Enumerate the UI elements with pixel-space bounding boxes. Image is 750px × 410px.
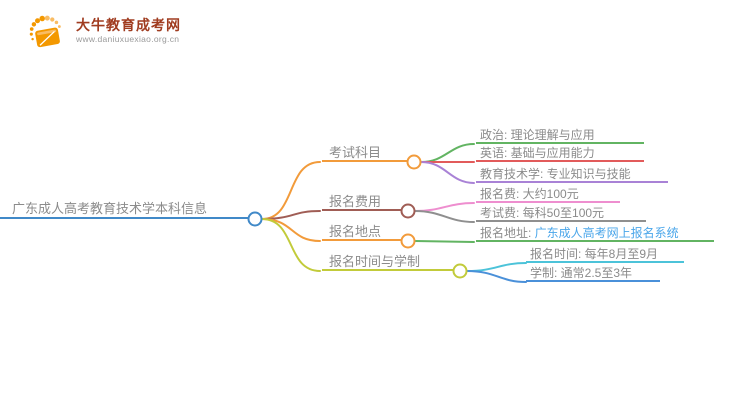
connector-reg-time [466, 262, 527, 272]
logo-title: 大牛教育成考网 [76, 17, 181, 33]
site-logo[interactable]: 大牛教育成考网 www.daniuxuexiao.org.cn [22, 10, 181, 52]
connector-root-exam-subjects [261, 161, 321, 220]
connector-edu-tech [420, 161, 475, 184]
leaf-node-reg-address[interactable]: 报名地址: 广东成人高考网上报名系统 [476, 226, 714, 242]
connector-root-location [261, 218, 321, 242]
leaf-node-reg-time[interactable]: 报名时间: 每年8月至9月 [526, 247, 684, 263]
connector-root-fees [261, 210, 321, 220]
branch-node-exam-subjects[interactable]: 考试科目 [322, 145, 408, 162]
root-node[interactable]: 广东成人高考教育技术学本科信息 [0, 200, 249, 219]
connector-duration [466, 270, 527, 283]
reg-address-label: 报名地址: [480, 226, 535, 240]
branch-node-location[interactable]: 报名地点 [322, 224, 402, 241]
leaf-node-english[interactable]: 英语: 基础与应用能力 [476, 146, 644, 162]
leaf-node-edu-tech[interactable]: 教育技术学: 专业知识与技能 [476, 167, 668, 183]
connector-exam-fee [414, 210, 475, 223]
branch-node-time-duration[interactable]: 报名时间与学制 [322, 254, 454, 271]
connector-politics [420, 143, 475, 163]
fees-node-handle[interactable] [400, 203, 416, 219]
leaf-node-exam-fee[interactable]: 考试费: 每科50至100元 [476, 206, 646, 222]
logo-text-block: 大牛教育成考网 www.daniuxuexiao.org.cn [76, 17, 181, 45]
leaf-node-duration[interactable]: 学制: 通常2.5至3年 [526, 266, 660, 282]
logo-url: www.daniuxuexiao.org.cn [76, 34, 180, 44]
leaf-node-reg-fee[interactable]: 报名费: 大约100元 [476, 187, 620, 203]
reg-address-link[interactable]: 广东成人高考网上报名系统 [534, 226, 679, 240]
branch-node-fees[interactable]: 报名费用 [322, 194, 402, 211]
logo-book-icon [29, 15, 61, 48]
time-duration-node-handle[interactable] [452, 263, 468, 279]
exam-subjects-node-handle[interactable] [406, 154, 422, 170]
connector-root-time-duration [261, 218, 321, 272]
connector-reg-fee [414, 202, 475, 212]
connector-reg-address [414, 240, 475, 243]
leaf-node-politics[interactable]: 政治: 理论理解与应用 [476, 128, 644, 144]
location-node-handle[interactable] [400, 233, 416, 249]
root-node-handle[interactable] [247, 211, 263, 227]
